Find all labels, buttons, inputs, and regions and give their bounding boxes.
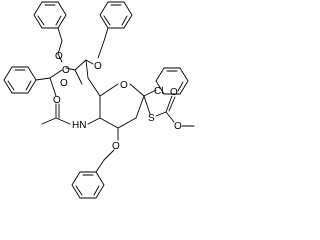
bond [57,40,63,55]
bond [87,117,101,125]
benzene-ring-right [155,67,189,95]
bond [49,77,57,97]
bond [74,69,83,85]
oxygen-label: O [62,65,70,76]
bond [168,96,176,112]
benzene-ring-bottom [71,171,105,199]
methoxy-oxygen-label: O [174,121,182,132]
benzene-ring-left [3,66,37,94]
bond [165,95,173,113]
bond [103,27,109,42]
bond [41,117,57,125]
oxygen-label: O [112,141,120,152]
benzene-ring-top-left [33,1,67,29]
bond [85,59,94,65]
oxygen-label: O [94,61,102,72]
ring-oxygen-label: O [120,80,128,91]
acetyl-oxygen-label: O [53,95,61,106]
oxygen-label: O [60,78,68,89]
pyranose-ring [99,83,145,129]
sulfur-label: S [148,113,155,124]
oxygen-label: O [55,51,63,62]
bond [95,159,105,173]
bond [35,77,51,81]
bond [85,59,89,79]
bond [65,67,76,71]
amine-label: HN [72,120,86,131]
carbonyl-oxygen-label: O [170,87,178,98]
molecule-structure: O O O O Cl O S O O HN O O [3,1,195,199]
bond [57,53,63,63]
bond [57,27,63,42]
bond [143,95,151,115]
bond [103,149,115,161]
bond [74,59,87,71]
bond [165,111,175,123]
bond [143,89,157,97]
bond [49,69,63,79]
molecule-structure-diagram: O O O O Cl O S O O HN O O [3,1,195,199]
bond [55,117,71,125]
bond [87,77,101,97]
benzene-ring-top-right [99,1,133,29]
bond [97,40,105,59]
bond [155,111,167,117]
chlorine-label: Cl [154,86,163,97]
